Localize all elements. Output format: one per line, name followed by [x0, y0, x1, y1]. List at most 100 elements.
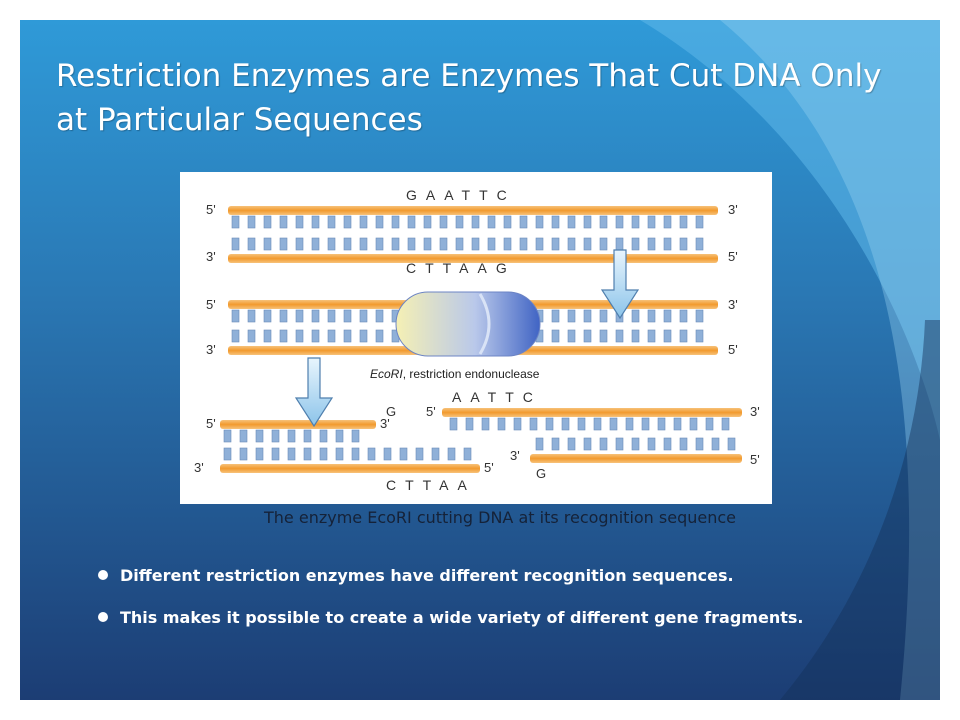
dna-base: [223, 447, 232, 461]
dna-figure: GAATTC CTTAAG 5' 3' 3' 5' 5' 3' 3' 5' Ec…: [180, 172, 772, 504]
dna-base: [551, 309, 560, 323]
bullet-list: Different restriction enzymes have diffe…: [98, 566, 838, 650]
dna-base: [223, 429, 232, 443]
dna-base: [295, 215, 304, 229]
dna-backbone: [442, 408, 742, 417]
dna-base: [279, 329, 288, 343]
dna-base: [679, 437, 688, 451]
dna-base: [319, 447, 328, 461]
dna-base: [423, 215, 432, 229]
enzyme-description: , restriction endonuclease: [403, 367, 540, 381]
cut-arrow-bottom-strand: [294, 357, 334, 428]
bullet-item: This makes it possible to create a wide …: [98, 608, 838, 627]
dna-base: [271, 429, 280, 443]
end-label-5-prime: 5': [206, 202, 216, 217]
dna-base: [343, 309, 352, 323]
dna-base: [303, 429, 312, 443]
dna-base: [255, 447, 264, 461]
dna-backbone: [220, 420, 376, 429]
dna-base: [551, 437, 560, 451]
bullet-text: Different restriction enzymes have diffe…: [120, 566, 734, 585]
dna-base: [583, 329, 592, 343]
dna-base: [577, 417, 586, 431]
dna-base: [359, 237, 368, 251]
dna-base: [311, 309, 320, 323]
dna-base: [615, 329, 624, 343]
dna-base: [647, 309, 656, 323]
dna-base: [567, 437, 576, 451]
dna-base: [695, 329, 704, 343]
dna-base: [327, 329, 336, 343]
dna-base: [599, 309, 608, 323]
dna-base: [599, 329, 608, 343]
dna-backbone: [530, 454, 742, 463]
end-label-5-prime: 5': [206, 297, 216, 312]
dna-base: [721, 417, 730, 431]
end-label-5-prime: 5': [484, 460, 494, 475]
end-label-3-prime: 3': [380, 416, 390, 431]
dna-base: [513, 417, 522, 431]
dna-base: [599, 237, 608, 251]
dna-backbone: [220, 464, 480, 473]
fragment-right-bottom-base: G: [536, 466, 546, 481]
dna-base: [695, 237, 704, 251]
end-label-3-prime: 3': [728, 202, 738, 217]
dna-base: [471, 215, 480, 229]
end-label-3-prime: 3': [510, 448, 520, 463]
dna-base: [391, 237, 400, 251]
dna-base: [399, 447, 408, 461]
dna-base: [535, 237, 544, 251]
dna-base: [647, 329, 656, 343]
dna-base: [271, 447, 280, 461]
dna-base: [551, 237, 560, 251]
dna-base: [609, 417, 618, 431]
dna-base: [561, 417, 570, 431]
dna-base: [663, 215, 672, 229]
dna-base: [455, 237, 464, 251]
dna-base: [519, 215, 528, 229]
dna-base: [535, 215, 544, 229]
dna-base: [247, 329, 256, 343]
dna-base: [449, 417, 458, 431]
end-label-5-prime: 5': [426, 404, 436, 419]
dna-base: [247, 309, 256, 323]
bullet-item: Different restriction enzymes have diffe…: [98, 566, 838, 585]
dna-base: [679, 215, 688, 229]
slide: Restriction Enzymes are Enzymes That Cut…: [20, 20, 940, 700]
end-label-3-prime: 3': [206, 249, 216, 264]
end-label-5-prime: 5': [728, 249, 738, 264]
dna-base: [295, 237, 304, 251]
dna-base: [447, 447, 456, 461]
cut-arrow-top-strand: [600, 249, 640, 320]
dna-backbone: [228, 254, 718, 263]
dna-base: [663, 437, 672, 451]
dna-base: [695, 309, 704, 323]
dna-base: [657, 417, 666, 431]
dna-base: [631, 309, 640, 323]
dna-base: [689, 417, 698, 431]
dna-base: [471, 237, 480, 251]
dna-base: [415, 447, 424, 461]
dna-base: [367, 447, 376, 461]
dna-base: [311, 237, 320, 251]
dna-base: [567, 215, 576, 229]
dna-base: [327, 237, 336, 251]
dna-base: [695, 437, 704, 451]
dna-base: [615, 215, 624, 229]
dna-base: [663, 237, 672, 251]
dna-base: [583, 437, 592, 451]
dna-base: [423, 237, 432, 251]
dna-base: [351, 447, 360, 461]
dna-base: [481, 417, 490, 431]
dna-base: [599, 215, 608, 229]
dna-base: [279, 215, 288, 229]
dna-base: [247, 215, 256, 229]
dna-base: [335, 429, 344, 443]
bullet-dot-icon: [98, 612, 108, 622]
recognition-sequence-bottom: CTTAAG: [406, 260, 516, 276]
dna-base: [529, 417, 538, 431]
figure-caption: The enzyme EcoRI cutting DNA at its reco…: [264, 508, 736, 527]
bullet-text: This makes it possible to create a wide …: [120, 608, 804, 627]
recognition-sequence-top: GAATTC: [406, 187, 516, 203]
dna-base: [263, 237, 272, 251]
